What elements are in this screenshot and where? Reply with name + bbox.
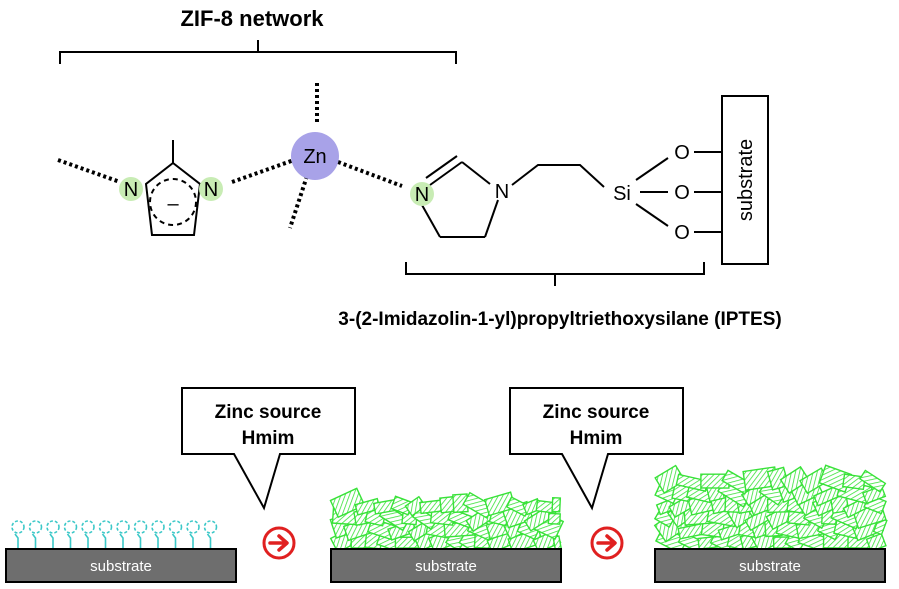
imidazoline-ring xyxy=(421,155,605,238)
zif8-crystal xyxy=(779,465,811,495)
linker-ring xyxy=(116,520,130,534)
linker-ring xyxy=(98,520,113,534)
zif8-thick-film xyxy=(653,464,888,555)
substrate-box-label: substrate xyxy=(735,139,757,221)
iptes-label: 3-(2-Imidazolin-1-yl)propyltriethoxysila… xyxy=(338,309,781,330)
substrate-bar-2-label: substrate xyxy=(415,558,477,575)
imidazolate-ring: N N – xyxy=(119,140,223,236)
substrate-box-vertical xyxy=(721,95,769,265)
linker-ring xyxy=(133,520,148,534)
coordination-bonds xyxy=(57,83,403,229)
oxygen-top: O xyxy=(674,142,690,164)
zif8-bracket xyxy=(59,40,457,64)
callout-2-line2: Hmim xyxy=(570,428,623,449)
arrow-right-icon-2 xyxy=(590,526,624,560)
linker-ring xyxy=(46,520,60,534)
linker-stem xyxy=(101,533,107,548)
callout-1-line2: Hmim xyxy=(242,428,295,449)
substrate-bar-1: substrate xyxy=(5,548,237,583)
linker-ring xyxy=(28,520,43,534)
linker-stem xyxy=(14,533,19,548)
zif8-crystal xyxy=(842,473,866,491)
n-node-left xyxy=(119,177,143,201)
linker-stem xyxy=(136,533,142,548)
si-label: Si xyxy=(613,183,631,205)
zif8-crystal xyxy=(858,469,887,493)
substrate-bar-3: substrate xyxy=(654,548,886,583)
zn-atom xyxy=(291,132,339,180)
iptes-bracket xyxy=(405,262,705,286)
zif8-crystal xyxy=(654,464,686,494)
linker-ring xyxy=(63,520,78,534)
callout-bubble-2 xyxy=(509,387,684,511)
linker-stem xyxy=(66,533,72,548)
oxygen-middle: O xyxy=(674,182,690,204)
callout-2-line1: Zinc source xyxy=(543,402,650,423)
zif8-network-label: ZIF-8 network xyxy=(180,6,324,31)
linker-ring xyxy=(168,520,183,534)
callout-bubble-1 xyxy=(181,387,356,511)
linker-ring xyxy=(203,520,218,534)
n-imidazoline-label: N xyxy=(415,184,429,206)
substrate-bar-1-label: substrate xyxy=(90,558,152,575)
zif8-crystal xyxy=(329,487,366,519)
si-o-bonds xyxy=(635,151,722,233)
negative-charge: – xyxy=(167,193,179,215)
linker-stem xyxy=(119,533,124,548)
zif8-thin-film xyxy=(329,487,565,554)
n-right-label: N xyxy=(204,179,218,201)
linker-stem xyxy=(49,533,54,548)
linker-stem xyxy=(206,533,212,548)
linker-stem xyxy=(189,533,194,548)
substrate-bar-3-label: substrate xyxy=(739,558,801,575)
zif8-crystal xyxy=(404,495,427,517)
linker-ring xyxy=(151,520,165,534)
n-node-right xyxy=(199,177,223,201)
substrate-bar-2: substrate xyxy=(330,548,562,583)
linker-stem xyxy=(84,533,89,548)
zif8-crystal xyxy=(547,512,561,525)
arrow-right-icon-1 xyxy=(262,526,296,560)
n-node-imidazoline xyxy=(410,182,434,206)
zn-label: Zn xyxy=(303,146,326,168)
linker-ring xyxy=(186,520,200,534)
linker-stem xyxy=(31,533,37,548)
linker-ring xyxy=(81,520,95,534)
linker-ring xyxy=(11,520,25,534)
zif8-crystal xyxy=(551,496,562,513)
n-chain-label: N xyxy=(495,181,509,203)
linker-stem xyxy=(171,533,177,548)
n-left-label: N xyxy=(124,179,138,201)
oxygen-bottom: O xyxy=(674,222,690,244)
iptes-linkers xyxy=(11,520,218,548)
callout-1-line1: Zinc source xyxy=(215,402,322,423)
linker-stem xyxy=(154,533,159,548)
